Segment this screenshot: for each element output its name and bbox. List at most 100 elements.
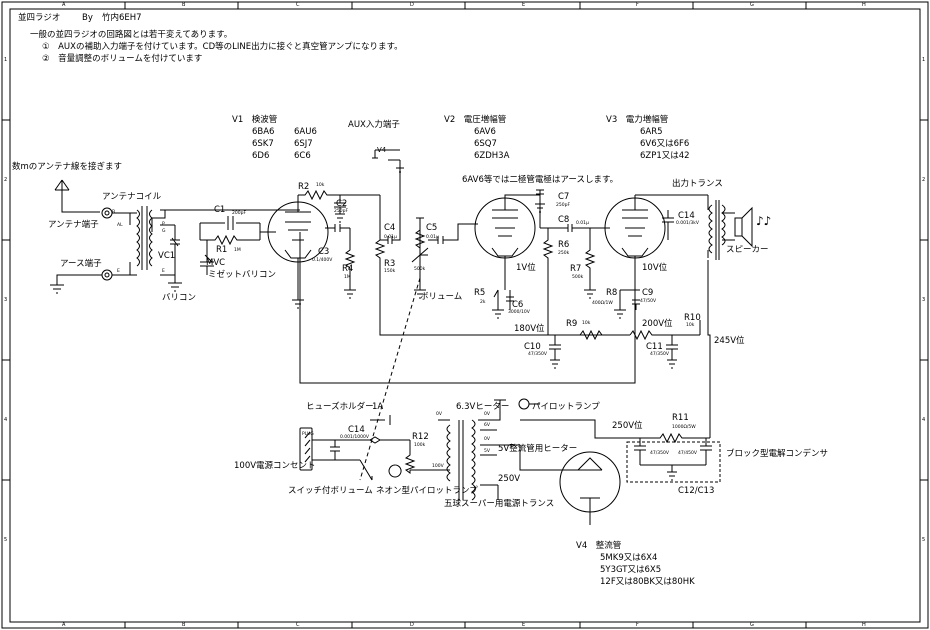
r7-value: 500k [572,275,584,280]
v3-type: 6ZP1又は42 [640,151,690,161]
c1-value: 200pF [232,211,247,216]
r6-value: 250k [558,251,570,256]
block-capacitor-box [626,441,721,483]
tap-label: 6V [484,423,490,428]
c9-ref: C9 [642,288,654,298]
col-letter: C [296,622,300,628]
r2-ref: R2 [298,182,310,192]
r3-value: 150k [384,269,396,274]
v3-type: 6V6又は6F6 [640,139,690,149]
by-label: By [82,13,93,23]
antenna-terminal-label: アンテナ端子 [48,220,99,230]
v2-note: 6AV6等では二極管電極はアースします。 [462,175,619,185]
coil-pin-label: G [162,229,166,234]
row-number: 2 [922,177,926,183]
music-note-icon: ♪♪ [756,214,772,228]
tap-label: 0V [484,437,490,442]
coil-pin-label: E [117,269,120,274]
r1-value: 1M [234,248,241,253]
switch-volume-label: スイッチ付ボリューム [288,486,373,496]
author-label: 竹内6EH7 [102,13,142,23]
varicon-label: バリコン [162,293,197,303]
c10-ref: C10 [524,342,541,352]
v2-type: 6ZDH3A [474,151,510,161]
col-letter: E [522,622,526,628]
c6-value: 3000/10V [508,310,530,315]
c5-value: 0.01μ [426,235,439,240]
c7-ref: C7 [558,192,570,202]
r4-value: 1M [344,275,351,280]
v2-type: 6AV6 [474,127,496,137]
c5-ref: C5 [426,223,438,233]
rect-heater-label: 5V整流管用ヒーター [498,444,578,454]
c14-output-value: 0.001/3kV [676,221,699,226]
mvc-label: MVC [206,258,226,268]
v3-cathode-level: 10V位 [642,263,668,273]
r1-ref: R1 [216,245,228,255]
v3-type: 6AR5 [640,127,663,137]
inner-frame [9,8,921,623]
r11-value: 1000Ω/5W [672,425,696,430]
note-line: 一般の並四ラジオの回路図とは若干変えてあります。 [30,30,233,40]
outlet-label: 100V電源コンセント [234,461,316,471]
b180-level: 180V位 [514,324,545,334]
col-letter: F [636,2,639,8]
c12-c13-ref: C12/C13 [678,486,715,496]
c11-value: 47/350V [650,352,669,357]
col-letter: A [62,622,66,628]
c2-ref: C2 [336,199,348,209]
pilot-lamp-label: パイロットランプ [532,402,600,412]
coil-pin-label: E [162,269,165,274]
c8-ref: C8 [558,215,570,225]
col-letter: E [522,2,526,8]
row-number: 5 [4,537,8,543]
c10-value: 47/350V [528,352,547,357]
coil-pin-label: B [112,210,116,215]
row-number: 5 [922,537,926,543]
v4-type: 12F又は80BK又は80HK [600,577,695,587]
earth-terminal-label: アース端子 [60,259,102,269]
r11-ref: R11 [672,413,689,423]
block-cap-label: ブロック型電解コンデンサ [726,449,829,459]
v1-type: 6BA6 [252,127,275,137]
c11-ref: C11 [646,342,663,352]
plug-label: PLUG [302,432,314,437]
c3-ref: C3 [318,247,330,257]
tap-label: 5V [484,449,490,454]
power-transformer [446,424,451,482]
vr1-value: 500k [414,267,426,272]
row-number: 4 [4,417,8,423]
coil-pin-label: AL [117,223,123,228]
col-letter: D [410,622,414,628]
row-number: 2 [4,177,8,183]
col-letter: B [182,2,186,8]
output-transformer-label: 出力トランス [672,179,723,189]
r12-ref: R12 [412,432,429,442]
col-letter: G [750,622,754,628]
r2-value: 10k [316,183,325,188]
v1-alt-type: 6SJ7 [294,139,313,149]
r5-value: 2k [480,300,486,305]
c14-line-ref: C14 [348,425,365,435]
tap-label: 100V [432,464,444,469]
fuse-holder-label: ヒューズホルダー [306,402,374,412]
hv-label: 250V [498,474,521,484]
c14-line-value: 0.001/1000V [340,435,369,440]
c6-ref: C6 [512,300,524,310]
r8-value: 400Ω/1W [592,301,613,306]
heater-label: 6.3Vヒーター [456,402,510,412]
antenna-wire-label: 数mのアンテナ線を接ぎます [12,162,122,172]
tap-label: 0V [436,412,442,417]
v2-cathode-level: 1V位 [516,263,536,273]
row-number: 3 [4,297,8,303]
c8-value: 0.01μ [576,221,589,226]
antenna-symbol [54,179,100,213]
c4-ref: C4 [384,223,396,233]
output-transformer [708,204,713,254]
speaker-label: スピーカー [726,245,769,255]
c14-output-ref: C14 [678,211,695,221]
coil-pin-label: P [162,222,165,227]
r10-ref: R10 [684,313,701,323]
